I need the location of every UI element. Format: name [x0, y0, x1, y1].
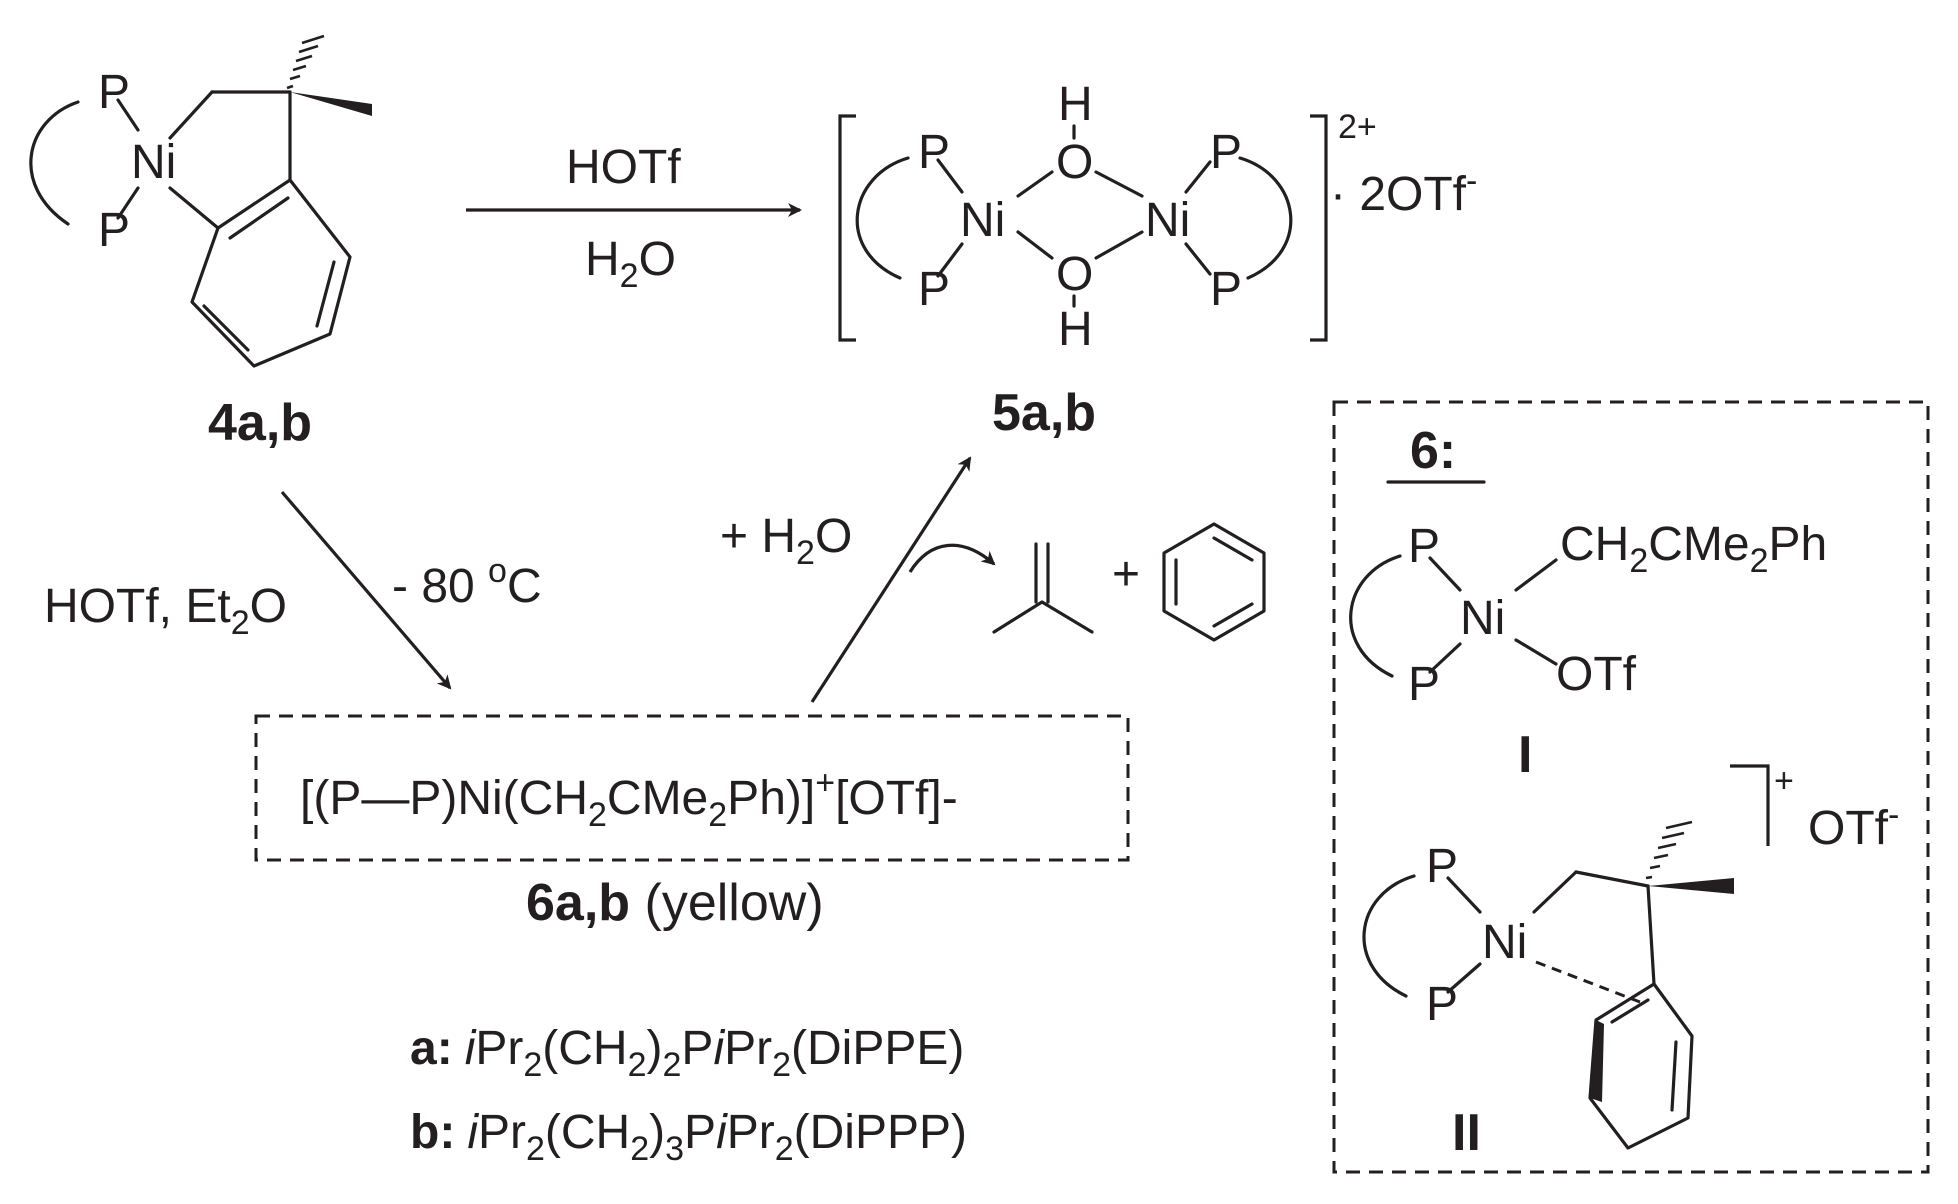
bond — [1428, 642, 1462, 674]
ligand-arc — [1349, 554, 1402, 678]
compound-label-6: 6a,b (yellow) — [526, 874, 824, 932]
bond — [1446, 962, 1482, 994]
ligand-b: b:iPr2(CH2)3PiPr2(DiPPP) — [410, 1106, 967, 1168]
atom-p: P — [1210, 263, 1242, 316]
atom-p: P — [1210, 126, 1242, 179]
atom-ni: Ni — [131, 136, 176, 189]
bond — [168, 186, 220, 230]
agostic-interaction — [1535, 960, 1641, 1004]
water-label: + H2O — [720, 510, 852, 572]
counterion-label: OTf- — [1808, 796, 1899, 855]
left-bracket — [838, 114, 856, 342]
bond — [1610, 998, 1650, 1024]
bond — [1428, 556, 1462, 592]
isobutene — [992, 542, 1094, 634]
wedge-bond — [1648, 878, 1734, 894]
bond — [1212, 536, 1254, 562]
dashed-box — [1332, 400, 1930, 1174]
bond — [315, 260, 336, 328]
compound-4: P P Ni 4a,b — [29, 34, 372, 452]
ligand-a: a:iPr2(CH2)2PiPr2(DiPPE) — [410, 1022, 964, 1084]
counterion-label: · 2OTf- — [1330, 162, 1477, 221]
inset-title: 6: — [1410, 422, 1456, 480]
atom-p: P — [98, 204, 130, 257]
bond — [1094, 230, 1144, 260]
atom-ni: Ni — [1145, 194, 1190, 247]
bond — [228, 196, 290, 240]
bond — [1670, 1040, 1678, 1112]
arrow-line — [810, 456, 972, 703]
plus-sign: + — [1112, 548, 1140, 601]
benzene-ring — [190, 178, 352, 368]
bond — [1212, 602, 1254, 628]
atom-h: H — [1058, 303, 1093, 356]
atom-ni: Ni — [1482, 916, 1527, 969]
inset-box: 6: P P Ni CH2CMe2Ph OTf I + OTf- P P Ni — [1332, 400, 1930, 1174]
bond — [1514, 558, 1558, 592]
atom-ni: Ni — [960, 194, 1005, 247]
benzene-ring — [1162, 522, 1266, 642]
bond — [116, 98, 140, 132]
ligand-arc — [1238, 156, 1293, 280]
benzene — [1162, 522, 1266, 642]
right-bracket — [1310, 114, 1328, 342]
dashed-box — [254, 714, 1130, 862]
otf-group: OTf — [1556, 648, 1637, 701]
hash-bond — [286, 34, 325, 90]
temperature-label: - 80 oC — [392, 552, 542, 613]
atom-o: O — [1056, 248, 1093, 301]
structure-label-II: II — [1452, 1104, 1481, 1162]
wedge-bond — [290, 92, 372, 116]
bond — [1514, 638, 1558, 666]
bond — [1094, 170, 1144, 198]
solvent-label: H2O — [585, 233, 676, 295]
reagent-label: HOTf — [566, 141, 681, 194]
right-bracket — [1730, 764, 1770, 846]
compound-label-5: 5a,b — [992, 384, 1096, 442]
bond — [1646, 884, 1656, 986]
bond — [1184, 160, 1212, 194]
bond — [1040, 600, 1094, 634]
bond — [1016, 170, 1054, 198]
ligand-arc — [29, 100, 80, 226]
ligand-arc — [855, 156, 910, 280]
bond — [168, 90, 214, 140]
compound-label-4: 4a,b — [208, 394, 312, 452]
compound-6: [(P—P)Ni(CH2CMe2Ph)]+[OTf]- 6a,b (yellow… — [254, 714, 1130, 932]
atom-p: P — [918, 263, 950, 316]
structure-II: + OTf- P P Ni — [1362, 762, 1899, 1162]
wedge-bond — [1590, 1020, 1604, 1102]
bond — [1184, 242, 1212, 276]
bond — [202, 304, 250, 352]
compound-5: P P Ni O O H H Ni P P 2+ · 2OTf- 5a,b — [838, 78, 1477, 442]
bond — [992, 600, 1044, 634]
bond — [1574, 870, 1650, 888]
curved-arrow — [908, 543, 996, 573]
atom-h: H — [1058, 78, 1093, 131]
structure-label-I: I — [1518, 726, 1532, 784]
bond — [936, 158, 964, 194]
formula-6: [(P—P)Ni(CH2CMe2Ph)]+[OTf]- — [300, 764, 958, 834]
ligand-arc — [1362, 874, 1416, 998]
ligand-legend: a:iPr2(CH2)2PiPr2(DiPPE) b:iPr2(CH2)3PiP… — [410, 1022, 967, 1168]
top-reaction-arrow: HOTf H2O — [466, 141, 802, 295]
bond — [936, 242, 964, 278]
bond — [116, 186, 140, 220]
bond — [1532, 870, 1578, 914]
hash-bond — [1645, 820, 1693, 880]
atom-ni: Ni — [1460, 592, 1505, 645]
benzene-ring — [1588, 982, 1694, 1150]
bond — [1016, 230, 1054, 260]
reagent-label: HOTf, Et2O — [44, 580, 287, 642]
structure-I: P P Ni CH2CMe2Ph OTf I — [1349, 518, 1827, 784]
charge-label: 2+ — [1338, 108, 1377, 146]
atom-o: O — [1056, 136, 1093, 189]
hydrolysis-arrow: + H2O — [720, 456, 996, 703]
charge-label: + — [1774, 762, 1794, 800]
alkyl-group: CH2CMe2Ph — [1560, 518, 1827, 580]
bond — [1446, 876, 1482, 914]
arrow-line — [280, 490, 452, 690]
left-reaction-arrow: HOTf, Et2O - 80 oC — [44, 490, 542, 690]
